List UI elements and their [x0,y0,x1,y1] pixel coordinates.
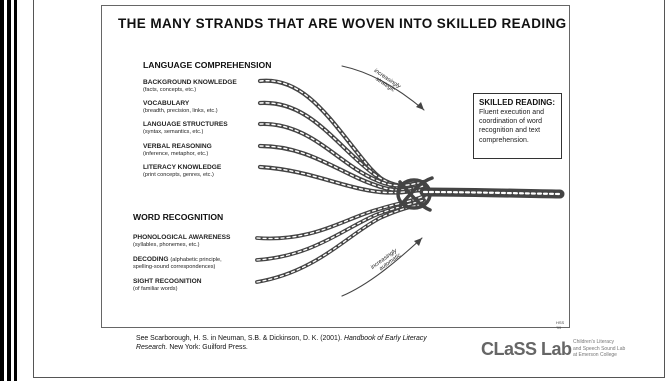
strand-decoding: DECODING (alphabetic principle, spelling… [133,256,222,270]
strand-phonological-awareness: PHONOLOGICAL AWARENESS (syllables, phone… [133,234,230,248]
skilled-reading-title: SKILLED READING: [479,98,556,107]
strand-detail-inline: (alphabetic principle, [170,257,221,263]
language-comprehension-heading: LANGUAGE COMPREHENSION [143,60,271,70]
strand-label: DECODING [133,256,169,263]
strand-label: SIGHT RECOGNITION [133,278,202,286]
logo-line: at Emerson College [573,352,625,359]
strand-detail: (breadth, precision, links, etc.) [143,108,218,115]
citation-prefix: See Scarborough, H. S. in Neuman, S.B. &… [136,335,344,342]
strand-detail: (syllables, phonemes, etc.) [133,242,230,249]
left-border-bar [7,0,11,381]
logo-description: Children's Literacy and Speech Sound Lab… [573,339,625,359]
strand-detail: (of familiar words) [133,286,202,293]
logo-line: Children's Literacy [573,339,625,346]
word-strands [257,196,424,282]
strand-label: LANGUAGE STRUCTURES [143,121,228,129]
combined-rope [424,192,560,194]
strand-label: VOCABULARY [143,100,218,108]
strand-background-knowledge: BACKGROUND KNOWLEDGE (facts, concepts, e… [143,79,237,93]
strand-detail: spelling-sound correspondences) [133,264,222,271]
strand-detail: (facts, concepts, etc.) [143,87,237,94]
skilled-reading-description: Fluent execution and coordination of wor… [479,108,556,145]
word-recognition-heading: WORD RECOGNITION [133,212,223,222]
left-border-bar [14,0,17,381]
language-strands [260,81,424,193]
strand-verbal-reasoning: VERBAL REASONING (inference, metaphor, e… [143,143,212,157]
left-border-bar [0,0,4,381]
reading-rope-diagram: THE MANY STRANDS THAT ARE WOVEN INTO SKI… [101,5,570,328]
class-lab-logo: CLaSS Lab Children's Literacy and Speech… [481,337,657,367]
logo-line: and Speech Sound Lab [573,346,625,353]
citation-suffix: New York: Guilford Press. [167,344,247,351]
strand-literacy-knowledge: LITERACY KNOWLEDGE (print concepts, genr… [143,164,221,178]
citation: See Scarborough, H. S. in Neuman, S.B. &… [136,334,436,352]
strand-label: VERBAL REASONING [143,143,212,151]
skilled-reading-box: SKILLED READING: Fluent execution and co… [473,93,562,159]
strand-detail: (inference, metaphor, etc.) [143,151,212,158]
strand-language-structures: LANGUAGE STRUCTURES (syntax, semantics, … [143,121,228,135]
strand-label: BACKGROUND KNOWLEDGE [143,79,237,87]
strand-label: LITERACY KNOWLEDGE [143,164,221,172]
strand-detail: (syntax, semantics, etc.) [143,129,228,136]
diagram-title: THE MANY STRANDS THAT ARE WOVEN INTO SKI… [118,16,567,31]
strand-sight-recognition: SIGHT RECOGNITION (of familiar words) [133,278,202,292]
logo-wordmark: CLaSS Lab [481,339,572,360]
author-mark: HSS '99 [556,320,569,330]
strand-detail: (print concepts, genres, etc.) [143,172,221,179]
strand-label: PHONOLOGICAL AWARENESS [133,234,230,242]
strand-vocabulary: VOCABULARY (breadth, precision, links, e… [143,100,218,114]
